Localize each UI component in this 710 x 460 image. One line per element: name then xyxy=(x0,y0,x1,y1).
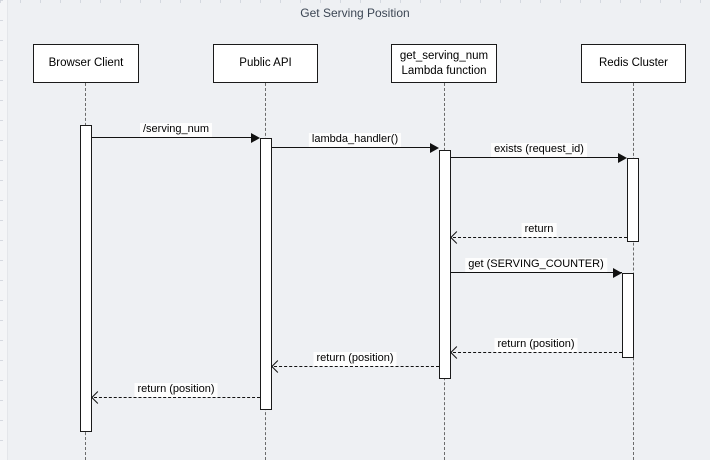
message-line-return-position-api xyxy=(94,397,260,398)
arrowhead-icon xyxy=(450,346,463,359)
message-label-lambda-handler[interactable]: lambda_handler() xyxy=(308,133,402,147)
arrowhead-icon xyxy=(613,268,622,278)
message-label-return-position-lambda[interactable]: return (position) xyxy=(313,352,397,366)
message-label-get-serving-counter[interactable]: get (SERVING_COUNTER) xyxy=(465,258,607,272)
activation-bar-public-api xyxy=(260,138,272,410)
participant-box-browser-client[interactable]: Browser Client xyxy=(33,44,139,83)
activation-bar-browser-client xyxy=(80,125,92,432)
participant-box-public-api[interactable]: Public API xyxy=(213,44,318,83)
arrowhead-icon xyxy=(91,391,104,404)
lifeline-redis-cluster xyxy=(633,83,634,460)
arrowhead-icon xyxy=(271,360,284,373)
activation-bar-lambda-function xyxy=(439,150,451,379)
message-line-return-position-lambda xyxy=(274,366,439,367)
message-label-exists-request-id[interactable]: exists (request_id) xyxy=(491,143,587,157)
diagram-title: Get Serving Position xyxy=(300,6,410,20)
activation-bar-redis-1 xyxy=(627,158,639,242)
message-label-return[interactable]: return xyxy=(521,223,557,237)
canvas-left-gutter xyxy=(0,0,8,460)
message-label-return-position-redis[interactable]: return (position) xyxy=(494,338,578,352)
message-label-serving-num[interactable]: /serving_num xyxy=(139,123,213,137)
message-label-return-position-api[interactable]: return (position) xyxy=(134,383,218,397)
participant-box-redis-cluster[interactable]: Redis Cluster xyxy=(581,44,686,83)
canvas-left-ruler-ticks xyxy=(0,0,3,460)
message-line-serving-num xyxy=(92,137,252,138)
arrowhead-icon xyxy=(450,231,463,244)
message-line-lambda-handler xyxy=(272,147,430,148)
participant-box-lambda-function[interactable]: get_serving_num Lambda function xyxy=(391,44,497,83)
activation-bar-redis-2 xyxy=(622,273,634,358)
arrowhead-icon xyxy=(430,143,439,153)
canvas-top-ruler-ticks xyxy=(0,0,710,3)
arrowhead-icon xyxy=(618,153,627,163)
message-line-exists-request-id xyxy=(451,157,618,158)
message-line-return xyxy=(453,237,627,238)
message-line-get-serving-counter xyxy=(451,272,622,273)
message-line-return-position-redis xyxy=(453,352,622,353)
arrowhead-icon xyxy=(251,133,260,143)
